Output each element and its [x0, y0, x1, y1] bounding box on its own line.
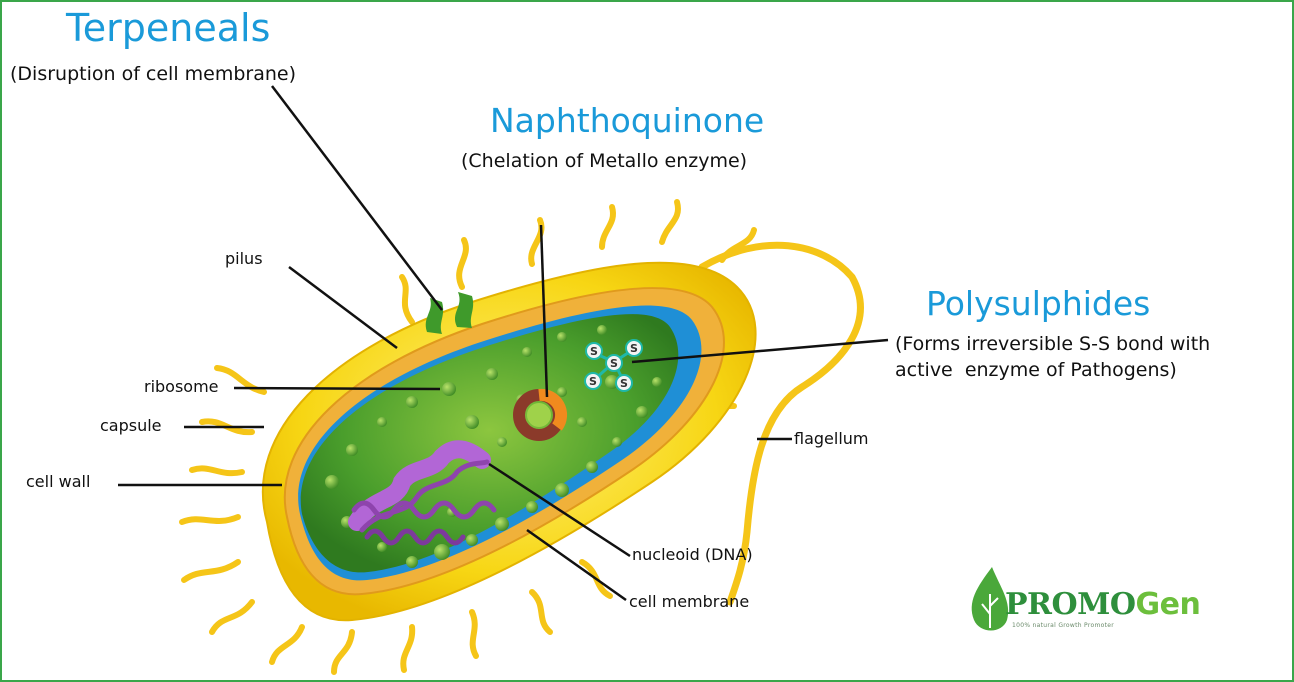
cell-wall-label: cell wall: [26, 472, 90, 492]
cell-membrane-label: cell membrane: [629, 592, 749, 612]
logo-brand-accent: Gen: [1135, 587, 1200, 622]
naphthoquinone-subtitle: (Chelation of Metallo enzyme): [461, 149, 747, 173]
logo-brand-main: PROMO: [1005, 587, 1135, 622]
promogen-leaf-icon: [972, 567, 1008, 631]
sulphur-atom-3: S: [630, 342, 638, 355]
ribosome-leader: [234, 388, 440, 389]
sulphur-atom-5: S: [620, 377, 628, 390]
logo-tagline: 100% natural Growth Promoter: [1012, 622, 1114, 630]
flagellum-label: flagellum: [794, 429, 869, 449]
ribosome-label: ribosome: [144, 377, 219, 397]
polysulphides-subtitle: (Forms irreversible S-S bond with active…: [895, 331, 1210, 383]
terpeneals-subtitle: (Disruption of cell membrane): [10, 62, 296, 86]
polysulphides-title: Polysulphides: [926, 284, 1150, 324]
terpeneals-title: Terpeneals: [66, 6, 270, 50]
cell-membrane-leader: [527, 530, 626, 600]
pilus-leader: [289, 267, 397, 348]
promogen-logo: PROMOGen: [1005, 587, 1200, 623]
pilus-label: pilus: [225, 249, 263, 269]
nucleoid-label: nucleoid (DNA): [632, 545, 753, 565]
sulphur-atom-2: S: [610, 357, 618, 370]
naphthoquinone-title: Naphthoquinone: [490, 101, 764, 141]
sulphur-atom-1: S: [590, 345, 598, 358]
sulphur-atom-4: S: [589, 375, 597, 388]
capsule-label: capsule: [100, 416, 162, 436]
terpeneals-leader: [272, 86, 442, 310]
